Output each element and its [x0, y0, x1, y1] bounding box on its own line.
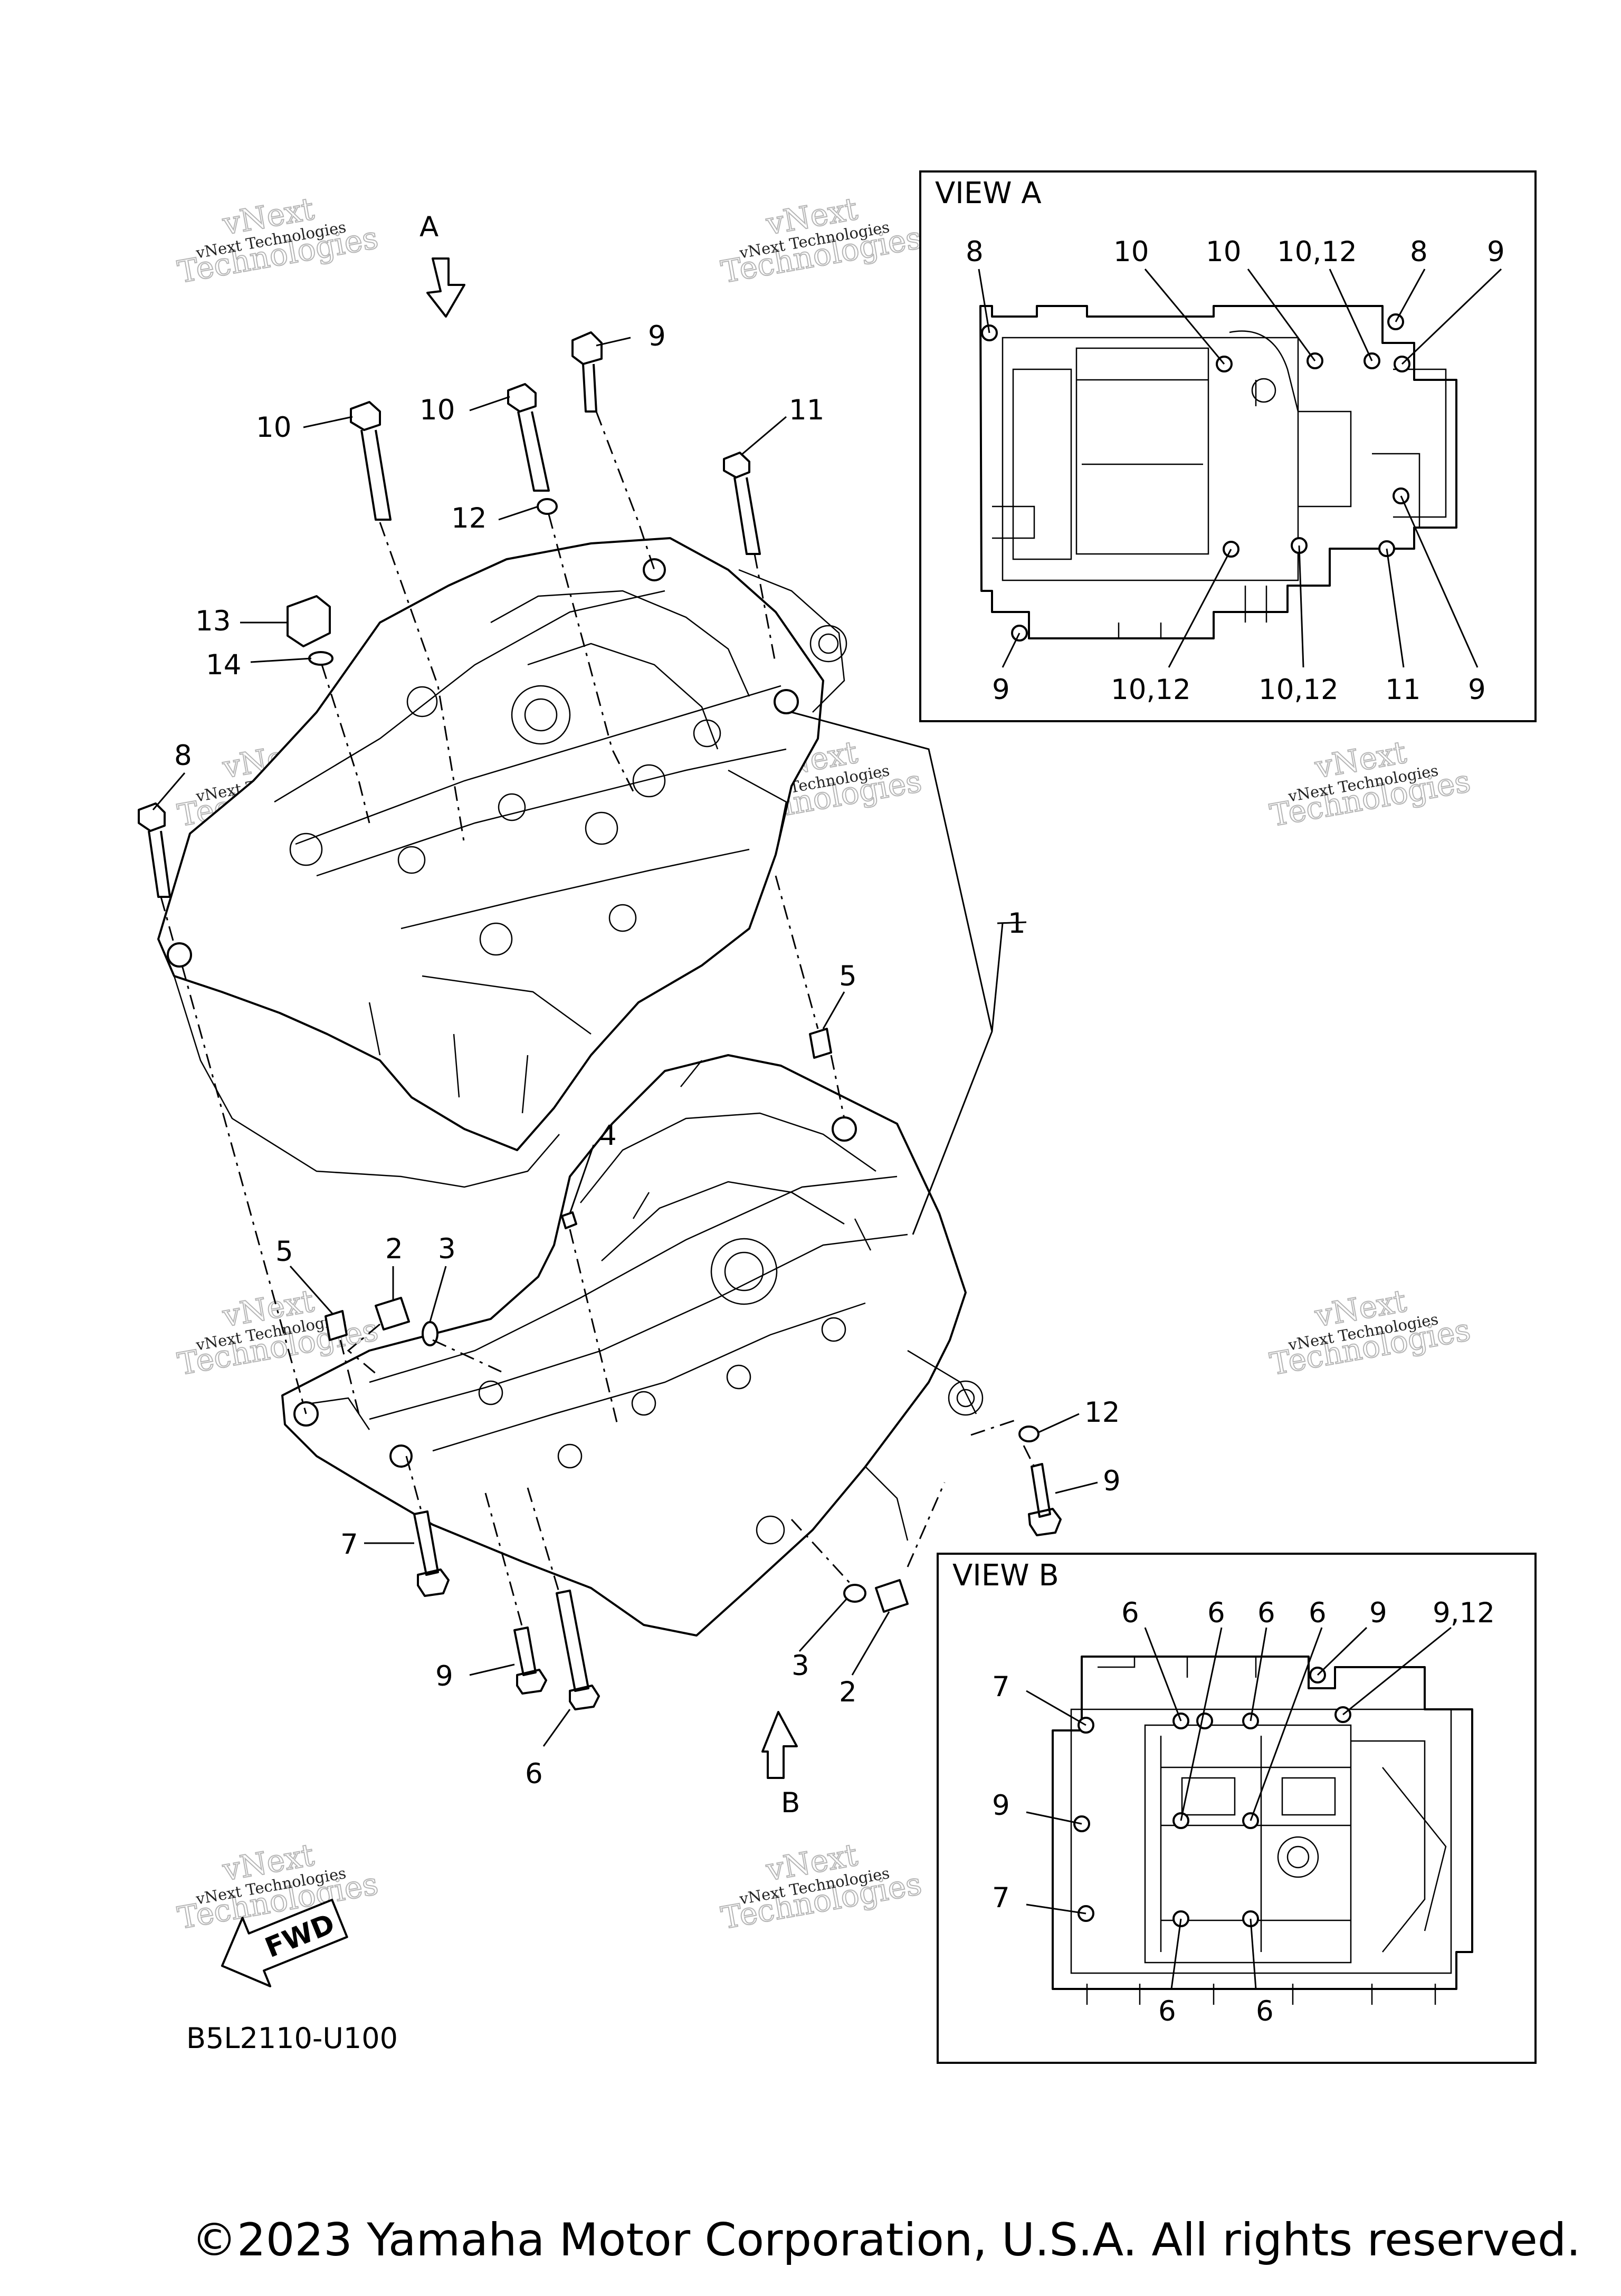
callout-12: 12 [451, 502, 487, 534]
callout-8: 8 [174, 740, 192, 772]
watermark: Technologies vNext vNext Technologies [175, 190, 382, 290]
callout-6: 6 [525, 1758, 543, 1790]
callout-1: 1 [1008, 907, 1026, 940]
callout-2: 2 [385, 1233, 403, 1265]
bolt-part [571, 331, 603, 413]
view-a-label: 11 [1385, 674, 1420, 706]
bolt-part [413, 1510, 450, 1597]
callout-12: 12 [1084, 1396, 1120, 1429]
circlip-part [422, 1321, 438, 1346]
view-a-label: 10,12 [1258, 674, 1339, 706]
view-b-label: 9,12 [1433, 1597, 1495, 1629]
view-b-label: 6 [1309, 1597, 1327, 1629]
watermark: Technologies vNext vNext Technologies [718, 190, 925, 290]
view-a-label: 9 [1487, 236, 1505, 268]
view-a-leaders [978, 268, 1502, 668]
watermark: Technologies vNext vNext Technologies [718, 1836, 925, 1936]
bolt-part [556, 1590, 600, 1710]
view-a-arrow: A [419, 211, 465, 318]
callout-9: 9 [1103, 1465, 1121, 1497]
copyright-notice: ©2023 Yamaha Motor Corporation, U.S.A. A… [192, 2214, 1581, 2266]
callout-5: 5 [839, 960, 857, 992]
plug-part [875, 1579, 909, 1613]
callout-3: 3 [792, 1650, 809, 1682]
bolt-part [350, 401, 392, 521]
view-a-title: VIEW A [935, 176, 1042, 211]
view-b-label: 9 [992, 1790, 1010, 1822]
view-b-label: 6 [1257, 1597, 1275, 1629]
view-a-label: 9 [992, 674, 1010, 706]
view-a-label: 10 [1113, 236, 1149, 268]
watermark: Technologies vNext vNext Technologies [1267, 1282, 1474, 1382]
callout-10: 10 [256, 412, 291, 444]
crankcase-assembly-bracket [791, 711, 993, 1235]
view-a-label: 8 [1410, 236, 1428, 268]
o-ring-part [308, 651, 333, 666]
bolt-part [507, 383, 550, 492]
callout-3: 3 [438, 1233, 456, 1265]
watermark: Technologies vNext vNext Technologies [1267, 733, 1474, 834]
upper-crankcase-drawing [157, 537, 847, 1188]
callout-14: 14 [206, 649, 241, 681]
parts [138, 331, 1062, 1710]
view-a-label: 10 [1206, 236, 1241, 268]
lower-crankcase-drawing [281, 1054, 984, 1637]
circlip-part [843, 1584, 866, 1603]
bolt-part [138, 802, 171, 898]
view-a-label: 9 [1468, 674, 1486, 706]
callout-9: 9 [648, 320, 666, 352]
view-b-label: 6 [1121, 1597, 1139, 1629]
view-b-label: 6 [1207, 1597, 1225, 1629]
view-a-label: 8 [966, 236, 984, 268]
callout-7: 7 [340, 1528, 358, 1561]
callout-2: 2 [839, 1676, 857, 1708]
washer-part [537, 498, 558, 515]
callout-10: 10 [419, 394, 455, 426]
view-b-label: 9 [1369, 1597, 1387, 1629]
callout-4: 4 [599, 1120, 617, 1152]
oil-filler-cap-part [287, 595, 331, 647]
bolt-part [1028, 1463, 1062, 1536]
dowel-pin-part [809, 1028, 832, 1059]
plug-part [375, 1297, 410, 1331]
view-b-label: 7 [992, 1882, 1010, 1914]
stud-part [561, 1211, 577, 1229]
view-b-panel: VIEW B [937, 1553, 1537, 2064]
assembly-lines [160, 411, 1035, 1628]
washer-part [1018, 1426, 1040, 1442]
view-b-title: VIEW B [952, 1558, 1059, 1593]
bolt-part [513, 1627, 547, 1695]
dowel-pin-part [325, 1310, 348, 1341]
callout-numbers: 1 2 2 3 3 4 5 5 6 7 8 9 9 9 10 10 11 12 … [174, 320, 1121, 1790]
view-b-label: 6 [1158, 1995, 1176, 2027]
view-a-panel: VIEW A [919, 170, 1537, 722]
view-b-label: 7 [992, 1671, 1010, 1703]
view-b-leaders [1026, 1627, 1452, 1989]
view-a-label: 10,12 [1277, 236, 1357, 268]
view-b-label: 6 [1256, 1995, 1274, 2027]
callout-13: 13 [195, 605, 231, 637]
view-a-marker: A [419, 211, 438, 243]
view-b-marker: B [781, 1787, 800, 1819]
callout-9: 9 [435, 1660, 453, 1692]
bolt-part [723, 452, 761, 555]
callout-11: 11 [789, 394, 824, 426]
callout-leaders [152, 337, 1098, 1747]
view-b-arrow: B [761, 1711, 800, 1819]
callout-5: 5 [275, 1236, 293, 1268]
drawing-code: B5L2110-U100 [186, 2022, 398, 2055]
view-b-crankcase-drawing [1052, 1656, 1473, 2005]
watermark: Technologies vNext vNext Technologies [175, 1836, 382, 1936]
view-a-label: 10,12 [1111, 674, 1191, 706]
